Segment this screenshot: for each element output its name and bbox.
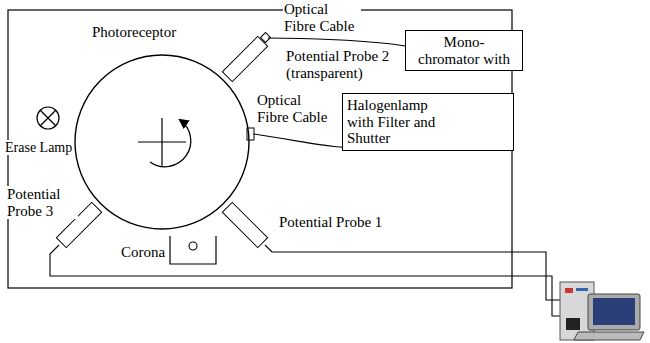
- corona-housing: [170, 236, 216, 264]
- node-text: Halogenlamp with Filter and Shutter: [347, 97, 453, 147]
- computer-tower: [566, 318, 580, 330]
- potential-probe: [222, 36, 267, 81]
- cable-label: Optical Fibre Cable: [283, 1, 361, 34]
- computer-monitor: [588, 294, 640, 330]
- photoreceptor-drum: Photoreceptor: [74, 54, 250, 230]
- drum-outline: [75, 55, 249, 229]
- probe-label: Potential Probe 2 (transparent): [285, 48, 405, 81]
- corona-wire: [189, 242, 197, 250]
- erase-lamp-symbol: [37, 107, 59, 129]
- corona-label: Corona: [120, 244, 166, 261]
- rotation-arrow: [150, 120, 191, 167]
- monochromator-box: Mono- chromator with: [405, 30, 523, 71]
- computer-keyboard: [574, 332, 644, 340]
- computer-screen: [593, 298, 635, 325]
- computer-tower: [565, 288, 573, 293]
- probe-label: Potential Probe 3: [6, 186, 78, 219]
- erase-lamp-symbol: [40, 110, 56, 126]
- potential-probe: [222, 202, 267, 247]
- optical-fibre: [268, 38, 405, 46]
- computer-tower: [576, 288, 588, 291]
- cable-label: Optical Fibre Cable: [256, 92, 334, 125]
- axis-cross: [161, 118, 162, 166]
- node-text: Mono- chromator with: [416, 34, 512, 67]
- lamp-label: Erase Lamp: [4, 140, 73, 155]
- node-text: Photoreceptor: [92, 24, 176, 41]
- probe-label: Potential Probe 1: [278, 214, 383, 231]
- erase-lamp-symbol: [40, 110, 56, 126]
- signal-wire: [265, 245, 560, 300]
- signal-wire: [50, 245, 560, 316]
- drum-outline: [74, 54, 250, 230]
- halogen-lamp-box: Halogenlamp with Filter and Shutter: [342, 93, 514, 151]
